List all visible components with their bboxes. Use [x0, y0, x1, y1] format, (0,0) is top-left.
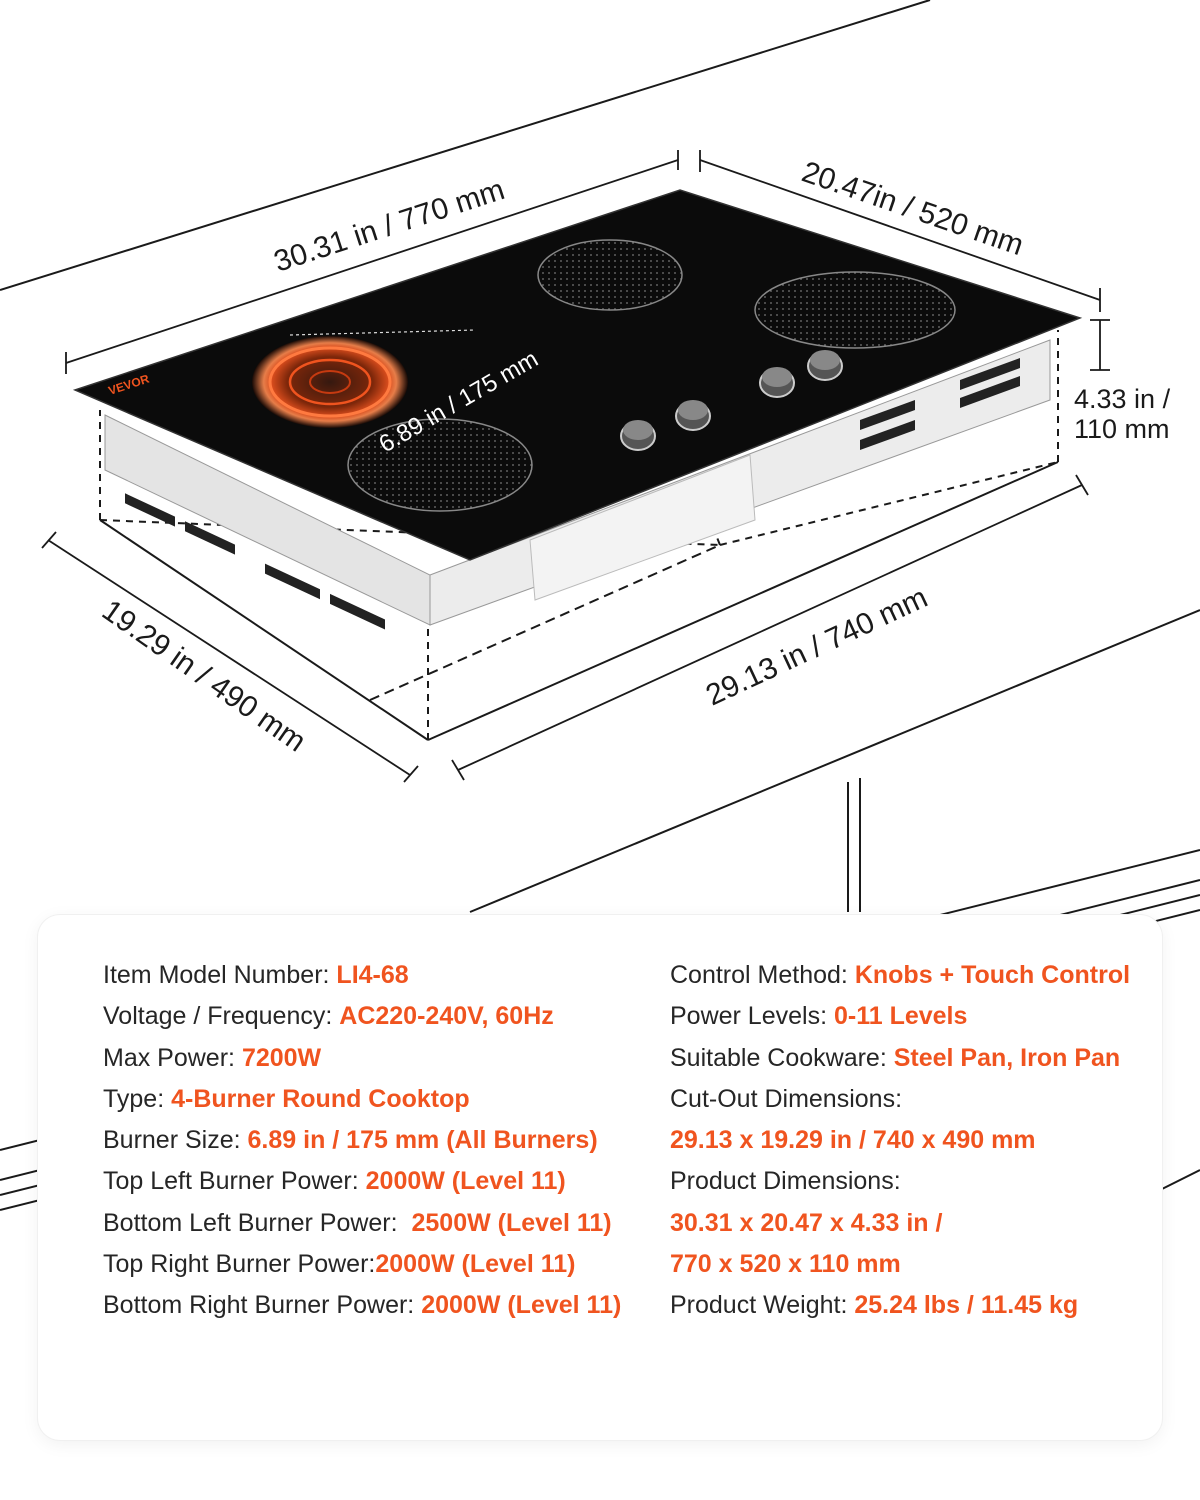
- spec-label: Control Method:: [670, 961, 855, 989]
- spec-value: 2000W (Level 11): [421, 1291, 622, 1320]
- spec-value: Steel Pan, Iron Pan: [893, 1043, 1121, 1072]
- spec-row: Suitable Cookware: Steel Pan, Iron Pan: [670, 1038, 1150, 1079]
- spec-label: Voltage / Frequency:: [103, 1002, 340, 1031]
- dim-cutout-width: 29.13 in / 740 mm: [701, 581, 933, 712]
- spec-row: Burner Size: 6.89 in / 175 mm (All Burne…: [103, 1120, 663, 1161]
- specs-right-column: Control Method: Knobs + Touch Control Po…: [670, 955, 1150, 1327]
- spec-label: Item Model Number:: [103, 961, 337, 989]
- spec-value: 770 x 520 x 110 mm: [670, 1250, 901, 1279]
- spec-label: Suitable Cookware:: [670, 1043, 894, 1072]
- spec-value: LI4-68: [336, 961, 409, 989]
- spec-value: 25.24 lbs / 11.45 kg: [854, 1291, 1079, 1320]
- spec-value: 2000W (Level 11): [375, 1250, 576, 1279]
- spec-label: Power Levels:: [670, 1002, 834, 1031]
- spec-row: Max Power: 7200W: [103, 1038, 663, 1079]
- spec-value: AC220-240V, 60Hz: [339, 1002, 554, 1031]
- knob-4: [807, 350, 843, 381]
- spec-value: 6.89 in / 175 mm (All Burners): [247, 1126, 598, 1155]
- spec-label: Bottom Right Burner Power:: [103, 1291, 422, 1320]
- dim-height-line1: 4.33 in /: [1074, 384, 1171, 414]
- spec-row: Voltage / Frequency: AC220-240V, 60Hz: [103, 996, 663, 1037]
- spec-label: Top Right Burner Power:: [103, 1250, 376, 1279]
- spec-value: 2500W (Level 11): [411, 1208, 612, 1237]
- spec-value: 4-Burner Round Cooktop: [171, 1084, 470, 1113]
- spec-row: 770 x 520 x 110 mm: [670, 1244, 1150, 1285]
- spec-row: Power Levels: 0-11 Levels: [670, 996, 1150, 1037]
- spec-row: Product Weight: 25.24 lbs / 11.45 kg: [670, 1285, 1150, 1326]
- spec-row: 29.13 x 19.29 in / 740 x 490 mm: [670, 1120, 1150, 1161]
- spec-label: Max Power:: [103, 1043, 242, 1072]
- spec-value: 30.31 x 20.47 x 4.33 in /: [670, 1208, 943, 1237]
- spec-label: Top Left Burner Power:: [103, 1167, 366, 1196]
- burner-top-center: [537, 239, 683, 311]
- specs-card: Item Model Number: LI4-68 Voltage / Freq…: [38, 915, 1162, 1440]
- burner-top-left-glowing: [252, 336, 408, 428]
- spec-value: 7200W: [241, 1043, 322, 1072]
- spec-label: Bottom Left Burner Power:: [103, 1208, 412, 1237]
- spec-label: Product Dimensions:: [670, 1167, 901, 1196]
- spec-label: Cut-Out Dimensions:: [670, 1084, 903, 1113]
- spec-row: Product Dimensions:: [670, 1161, 1150, 1202]
- spec-row: Top Left Burner Power: 2000W (Level 11): [103, 1161, 663, 1202]
- knob-1: [620, 420, 656, 451]
- cooktop-housing: [104, 339, 1051, 630]
- spec-row: Item Model Number: LI4-68: [103, 955, 663, 996]
- spec-row: Type: 4-Burner Round Cooktop: [103, 1079, 663, 1120]
- spec-value: 29.13 x 19.29 in / 740 x 490 mm: [670, 1126, 1036, 1155]
- spec-row: Bottom Left Burner Power: 2500W (Level 1…: [103, 1203, 663, 1244]
- knob-3: [759, 367, 795, 398]
- spec-value: Knobs + Touch Control: [854, 961, 1131, 989]
- spec-row: Cut-Out Dimensions:: [670, 1079, 1150, 1120]
- spec-label: Burner Size:: [103, 1126, 248, 1155]
- spec-label: Product Weight:: [670, 1291, 855, 1320]
- spec-row: Bottom Right Burner Power: 2000W (Level …: [103, 1285, 663, 1326]
- spec-value: 0-11 Levels: [833, 1002, 968, 1031]
- spec-value: 2000W (Level 11): [365, 1167, 566, 1196]
- dim-cutout-depth: 19.29 in / 490 mm: [96, 594, 312, 759]
- spec-row: Top Right Burner Power:2000W (Level 11): [103, 1244, 663, 1285]
- specs-left-column: Item Model Number: LI4-68 Voltage / Freq…: [103, 955, 663, 1327]
- burner-size-line: [289, 329, 476, 336]
- spec-label: Type:: [103, 1084, 172, 1113]
- control-knobs: [620, 350, 843, 451]
- spec-row: 30.31 x 20.47 x 4.33 in /: [670, 1203, 1150, 1244]
- burner-bottom-left: [347, 418, 533, 512]
- knob-2: [675, 400, 711, 431]
- cutout-outline: [99, 330, 1059, 741]
- dim-height-line2: 110 mm: [1074, 414, 1170, 444]
- spec-row: Control Method: Knobs + Touch Control: [670, 955, 1150, 996]
- dimension-lines: [41, 150, 1110, 783]
- burner-right: [754, 271, 956, 349]
